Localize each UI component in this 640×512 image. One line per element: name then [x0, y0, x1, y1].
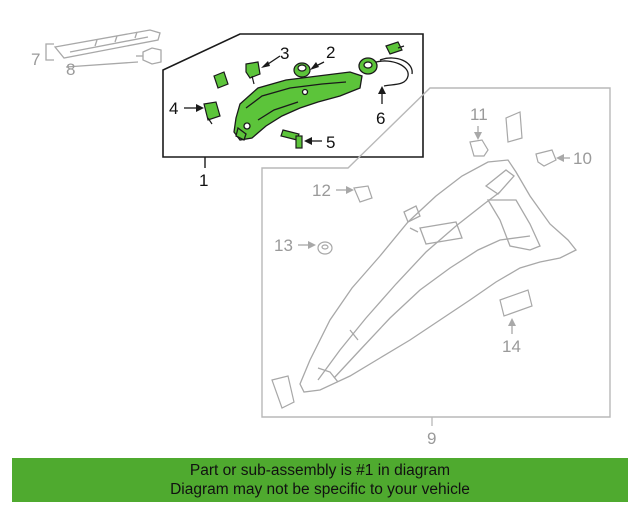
trim-piece-14-icon [499, 289, 533, 317]
callout-9: 9 [427, 429, 436, 448]
callout-11: 11 [470, 105, 488, 124]
grommet-13-icon [317, 241, 333, 255]
part-7-8-group [45, 29, 162, 68]
screw-5-icon [280, 129, 303, 149]
callout-3: 3 [280, 44, 289, 63]
callout-6: 6 [376, 109, 385, 128]
grommet-2-icon [293, 62, 311, 78]
clip-8-icon [136, 47, 162, 65]
clip-12-icon [353, 185, 373, 203]
banner-line-2: Diagram may not be specific to your vehi… [170, 481, 470, 498]
bolt-6-icon [385, 41, 405, 55]
callout-10: 10 [573, 149, 592, 168]
callout-5: 5 [326, 133, 335, 152]
callout-7: 7 [31, 50, 40, 69]
trim-clip-lower-icon [271, 375, 295, 409]
info-banner: Part or sub-assembly is #1 in diagram Di… [12, 458, 628, 502]
clip-11-icon [469, 139, 489, 157]
callout-8: 8 [66, 60, 75, 79]
clip-3-icon [245, 61, 261, 85]
part-9-callout-box [261, 87, 611, 418]
callout-2: 2 [326, 43, 335, 62]
clip-4-icon [203, 101, 221, 125]
trim-piece-icon [505, 111, 523, 143]
parts-diagram: 7 8 1 3 2 4 5 [31, 29, 611, 448]
clip-upper-icon [213, 71, 229, 89]
banner-line-1: Part or sub-assembly is #1 in diagram [189, 462, 451, 479]
callout-1: 1 [199, 171, 208, 190]
callout-12: 12 [312, 181, 331, 200]
callout-4: 4 [169, 99, 178, 118]
callout-14: 14 [502, 337, 521, 356]
callout-13: 13 [274, 236, 293, 255]
part-1-callout-box [162, 33, 424, 158]
trim-bracket-assembly[interactable] [233, 71, 363, 141]
quarter-trim-panel [299, 159, 578, 393]
clip-10-icon [535, 149, 557, 167]
wire-harness-6-icon [358, 57, 413, 87]
